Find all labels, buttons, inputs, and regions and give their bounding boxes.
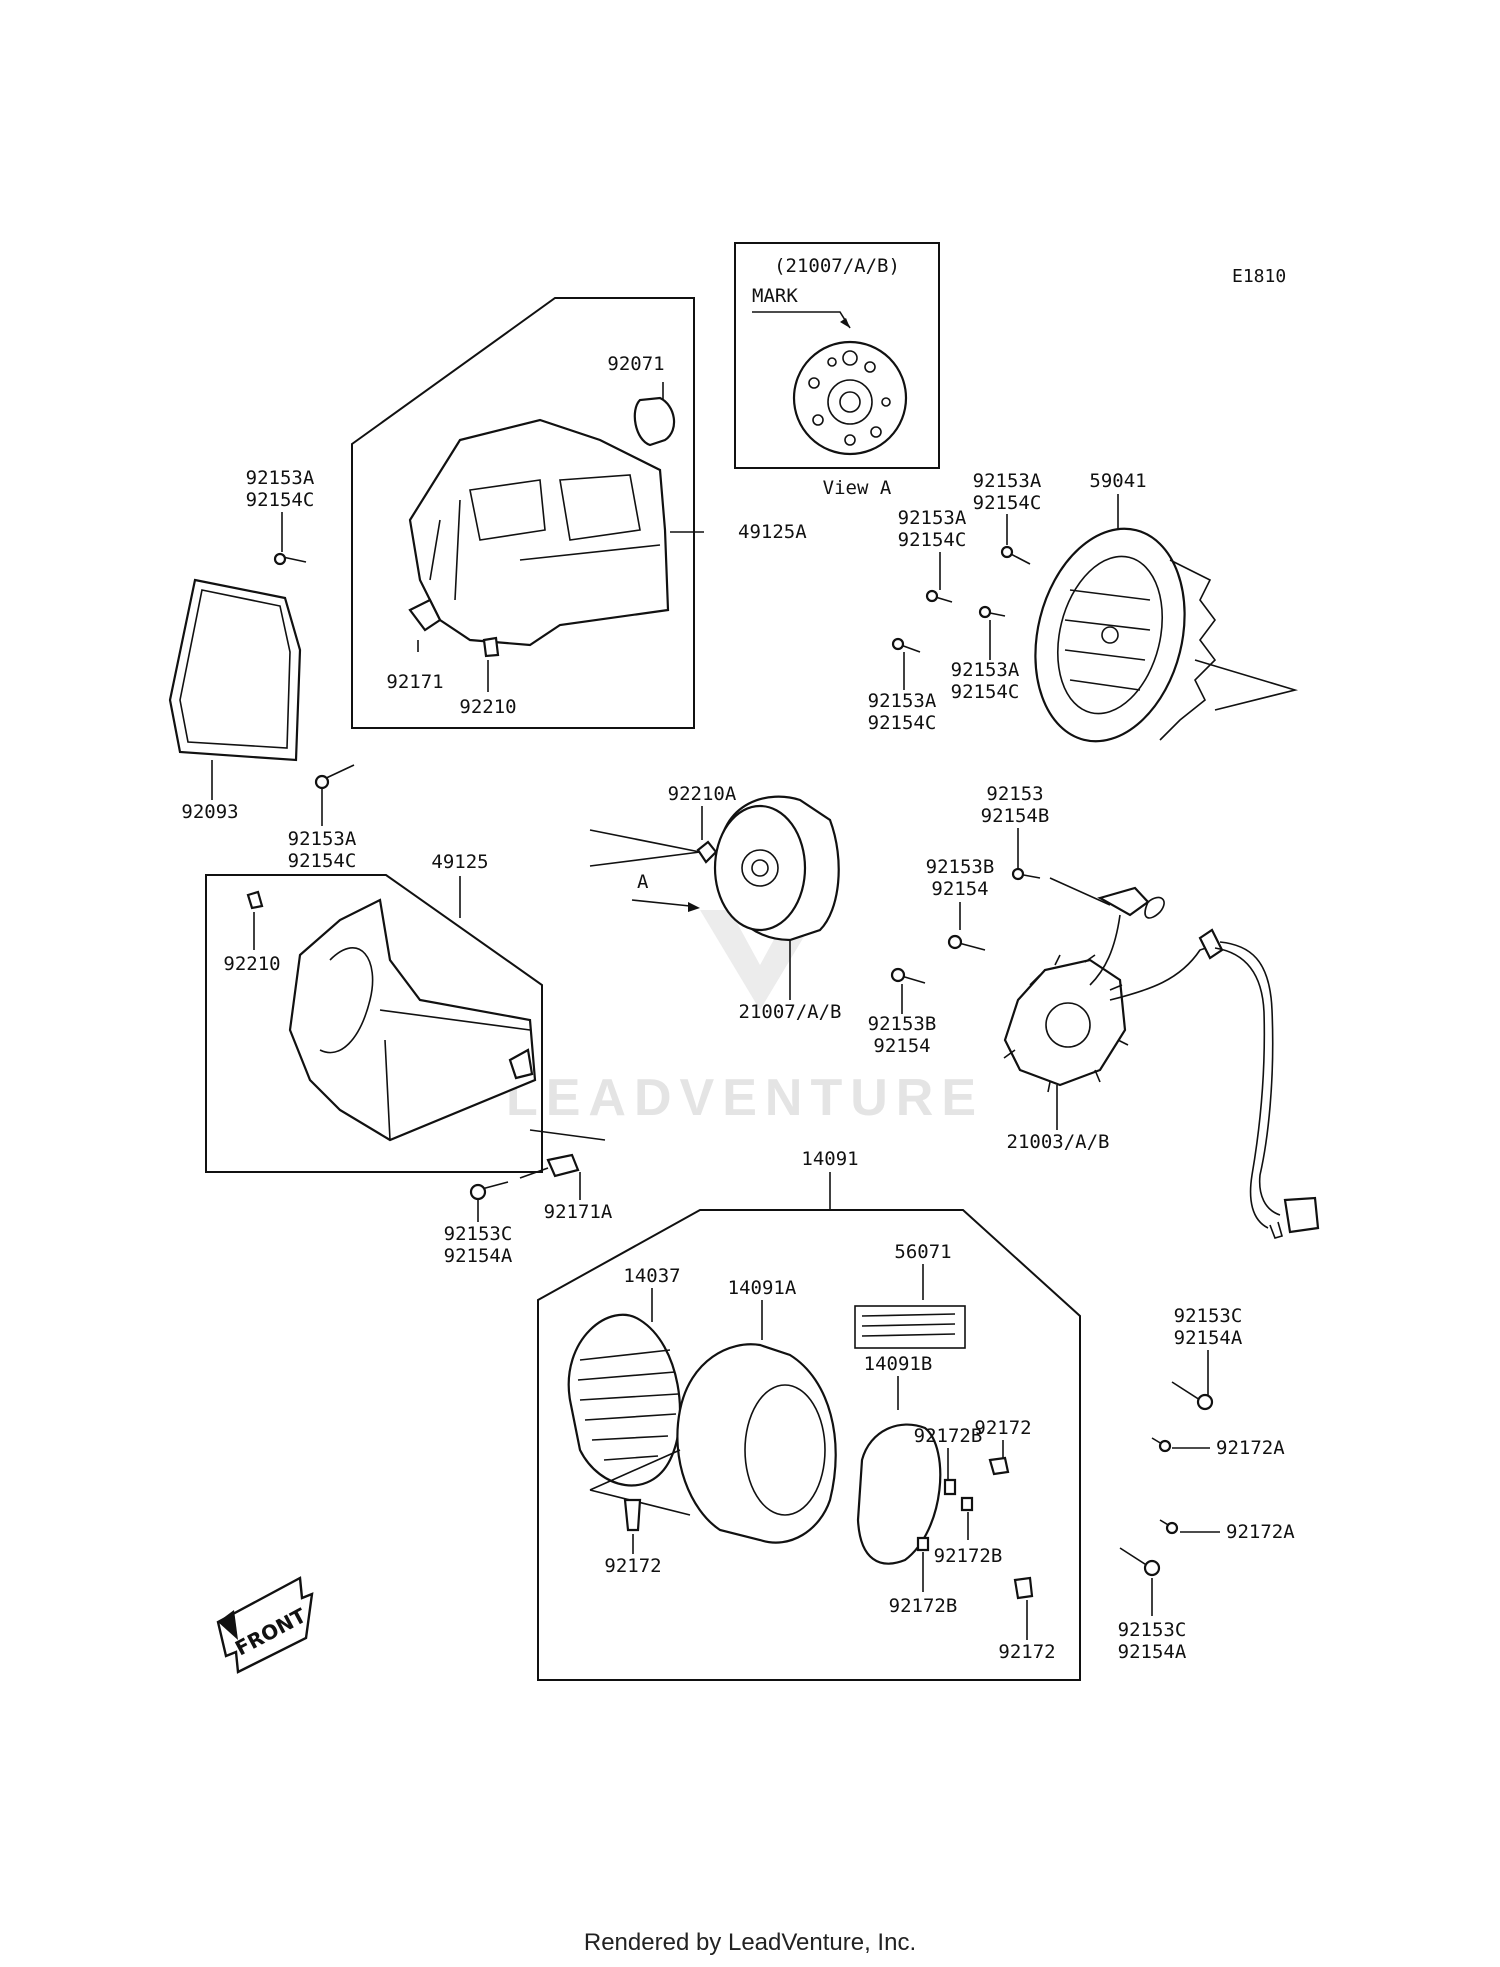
- cooling-fan-59041: [1034, 527, 1186, 743]
- label-14091A: 14091A: [728, 1277, 797, 1299]
- view-a-frame: [734, 242, 940, 469]
- stator-group: 92153 92154B 92153B 92154 92153B 92154 2…: [868, 783, 1320, 1239]
- label-92153B-2: 92153B: [868, 1013, 937, 1035]
- label-92153C-1: 92153C: [444, 1223, 513, 1245]
- flywheel-group: 92210A A 21007/A/B: [589, 783, 842, 1023]
- label-92154A-2: 92154A: [1174, 1327, 1243, 1349]
- label-49125: 49125: [431, 851, 488, 873]
- label-92154-2: 92154: [873, 1035, 930, 1057]
- label-92153: 92153: [986, 783, 1043, 805]
- label-92071: 92071: [607, 353, 664, 375]
- clip-92171: [408, 598, 442, 632]
- gasket-92093: [168, 578, 302, 762]
- cover-plate-14091B: [856, 1423, 942, 1565]
- label-92154A-3: 92154A: [1118, 1641, 1187, 1663]
- grommet-92071: [633, 396, 676, 447]
- label-92153A-2: 92153A: [288, 828, 357, 850]
- view-a-caption: View A: [823, 477, 892, 499]
- group-frame-49125: [205, 874, 543, 1173]
- diagram-code: E1810: [1232, 266, 1286, 287]
- label-92153A-3: 92153A: [973, 470, 1042, 492]
- connector: [1283, 1196, 1320, 1234]
- cover-group: 14091 14037 14091A 92172 56071 14091B 92…: [537, 1148, 1081, 1681]
- label-92210-top: 92210: [459, 696, 516, 718]
- view-a-header: (21007/A/B): [774, 255, 900, 277]
- label-14037: 14037: [623, 1265, 680, 1287]
- label-92154-1: 92154: [931, 878, 988, 900]
- label-49125A: 49125A: [738, 521, 807, 543]
- upper-shroud: [408, 418, 670, 647]
- clamp-92171A: [546, 1153, 580, 1178]
- fan-group: 92153A 92154C 92153A 92154C 59041 92153A…: [868, 470, 1299, 743]
- label-92172-2: 92172: [974, 1417, 1031, 1439]
- label-92153A-6: 92153A: [868, 690, 937, 712]
- nut-92210-left: [246, 890, 264, 910]
- label-92153A-1: 92153A: [246, 467, 315, 489]
- label-92154A-1: 92154A: [444, 1245, 513, 1267]
- label-92153C-3: 92153C: [1118, 1619, 1187, 1641]
- mark-leader: [752, 311, 851, 329]
- label-92172B-1: 92172B: [914, 1425, 983, 1447]
- view-a-inset: (21007/A/B) MARK View A: [734, 242, 940, 499]
- label-92172-1: 92172: [604, 1555, 661, 1577]
- label-92210A: 92210A: [668, 783, 737, 805]
- label-92210-left: 92210: [223, 953, 280, 975]
- watermark-text: LEADVENTURE: [506, 1069, 984, 1127]
- label-92154C-5: 92154C: [951, 681, 1020, 703]
- nut-92210A: [696, 840, 718, 864]
- label-92154B: 92154B: [981, 805, 1050, 827]
- gasket-group: 92153A 92154C 92093 92153A 92154C: [168, 467, 357, 872]
- label-92172A-2: 92172A: [1226, 1521, 1295, 1543]
- label-92154C-1: 92154C: [246, 489, 315, 511]
- shroud-upper-group: 92071 49125A 92171 92210: [351, 297, 807, 729]
- group-frame-49125A: [351, 297, 695, 729]
- pickup-coil: [1097, 886, 1150, 917]
- label-59041: 59041: [1089, 470, 1146, 492]
- rotor-face: [792, 340, 908, 456]
- label-92153A-5: 92153A: [951, 659, 1020, 681]
- label-92154C-6: 92154C: [868, 712, 937, 734]
- flywheel-face: [713, 804, 807, 932]
- stator-21003: [1003, 958, 1127, 1087]
- label-92093: 92093: [181, 801, 238, 823]
- screw-92172-1: [623, 1498, 642, 1532]
- shroud-lower-group: 49125 92210 92153C 92154A 92171A: [205, 851, 613, 1267]
- right-bolts-group: 92153C 92154A 92172A 92172A 92153C 92154…: [1118, 1305, 1296, 1663]
- label-92171: 92171: [386, 671, 443, 693]
- label-92172-3: 92172: [998, 1641, 1055, 1663]
- label-92171A: 92171A: [544, 1201, 613, 1223]
- label-92172B-3: 92172B: [889, 1595, 958, 1617]
- label-56071: 56071: [894, 1241, 951, 1263]
- nut-92210: [482, 636, 500, 658]
- label-92153C-2: 92153C: [1174, 1305, 1243, 1327]
- label-92153A-4: 92153A: [898, 507, 967, 529]
- label-92172B-2: 92172B: [934, 1545, 1003, 1567]
- label-21007: 21007/A/B: [739, 1001, 842, 1023]
- front-marker: FRONT: [216, 1576, 314, 1674]
- label-92172A-1: 92172A: [1216, 1437, 1285, 1459]
- label-plate-56071: [854, 1305, 966, 1349]
- label-92154C-3: 92154C: [973, 492, 1042, 514]
- label-92154C-2: 92154C: [288, 850, 357, 872]
- lower-shroud: [288, 898, 537, 1142]
- label-14091: 14091: [801, 1148, 858, 1170]
- fan-housing-14091A: [676, 1343, 837, 1544]
- label-21003: 21003/A/B: [1007, 1131, 1110, 1153]
- view-a-mark-label: MARK: [752, 285, 798, 307]
- label-92153B-1: 92153B: [926, 856, 995, 878]
- label-92154C-4: 92154C: [898, 529, 967, 551]
- group-frame-14091: [537, 1209, 1081, 1681]
- footer-credit: Rendered by LeadVenture, Inc.: [584, 1929, 916, 1956]
- label-14091B: 14091B: [864, 1353, 933, 1375]
- arrow-a-label: A: [637, 871, 649, 893]
